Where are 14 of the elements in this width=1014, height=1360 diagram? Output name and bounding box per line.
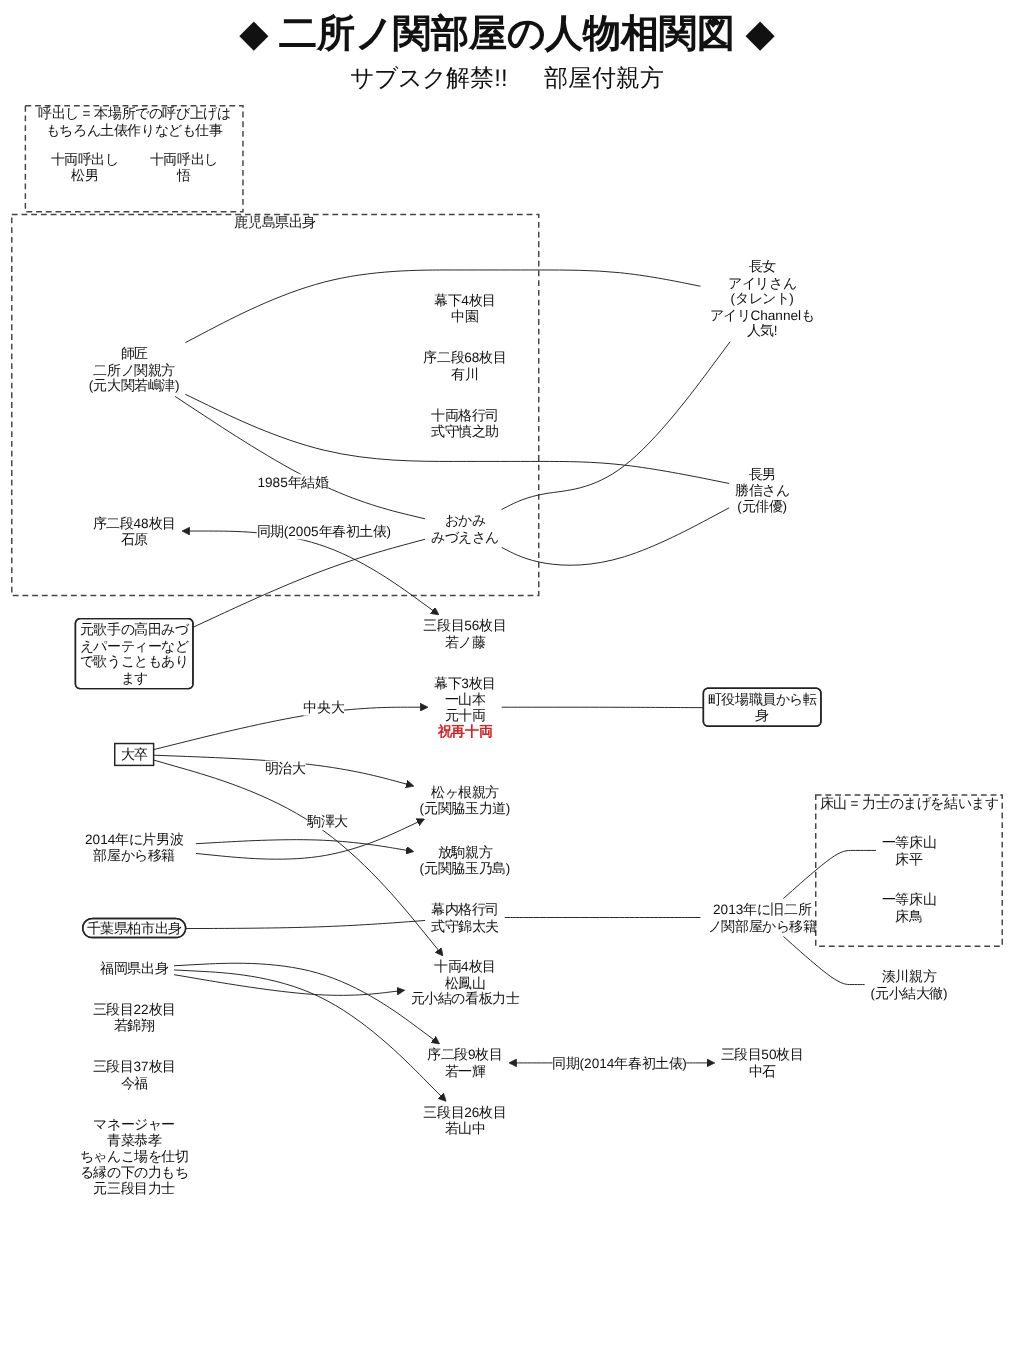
connector (174, 395, 426, 520)
connector (501, 341, 731, 510)
annotation-text: 部屋付親方 (543, 62, 664, 96)
connector (192, 538, 426, 628)
connector (184, 269, 701, 344)
connector (501, 507, 730, 566)
connector (782, 849, 877, 899)
connector (501, 706, 705, 709)
annotation-text: サブスク解禁!! (350, 62, 508, 96)
connector (185, 920, 426, 930)
diagram-title: ◆ 二所ノ関部屋の人物相関図 ◆ (239, 11, 775, 60)
connector (782, 935, 866, 986)
connector (184, 393, 730, 484)
connector (504, 917, 701, 918)
